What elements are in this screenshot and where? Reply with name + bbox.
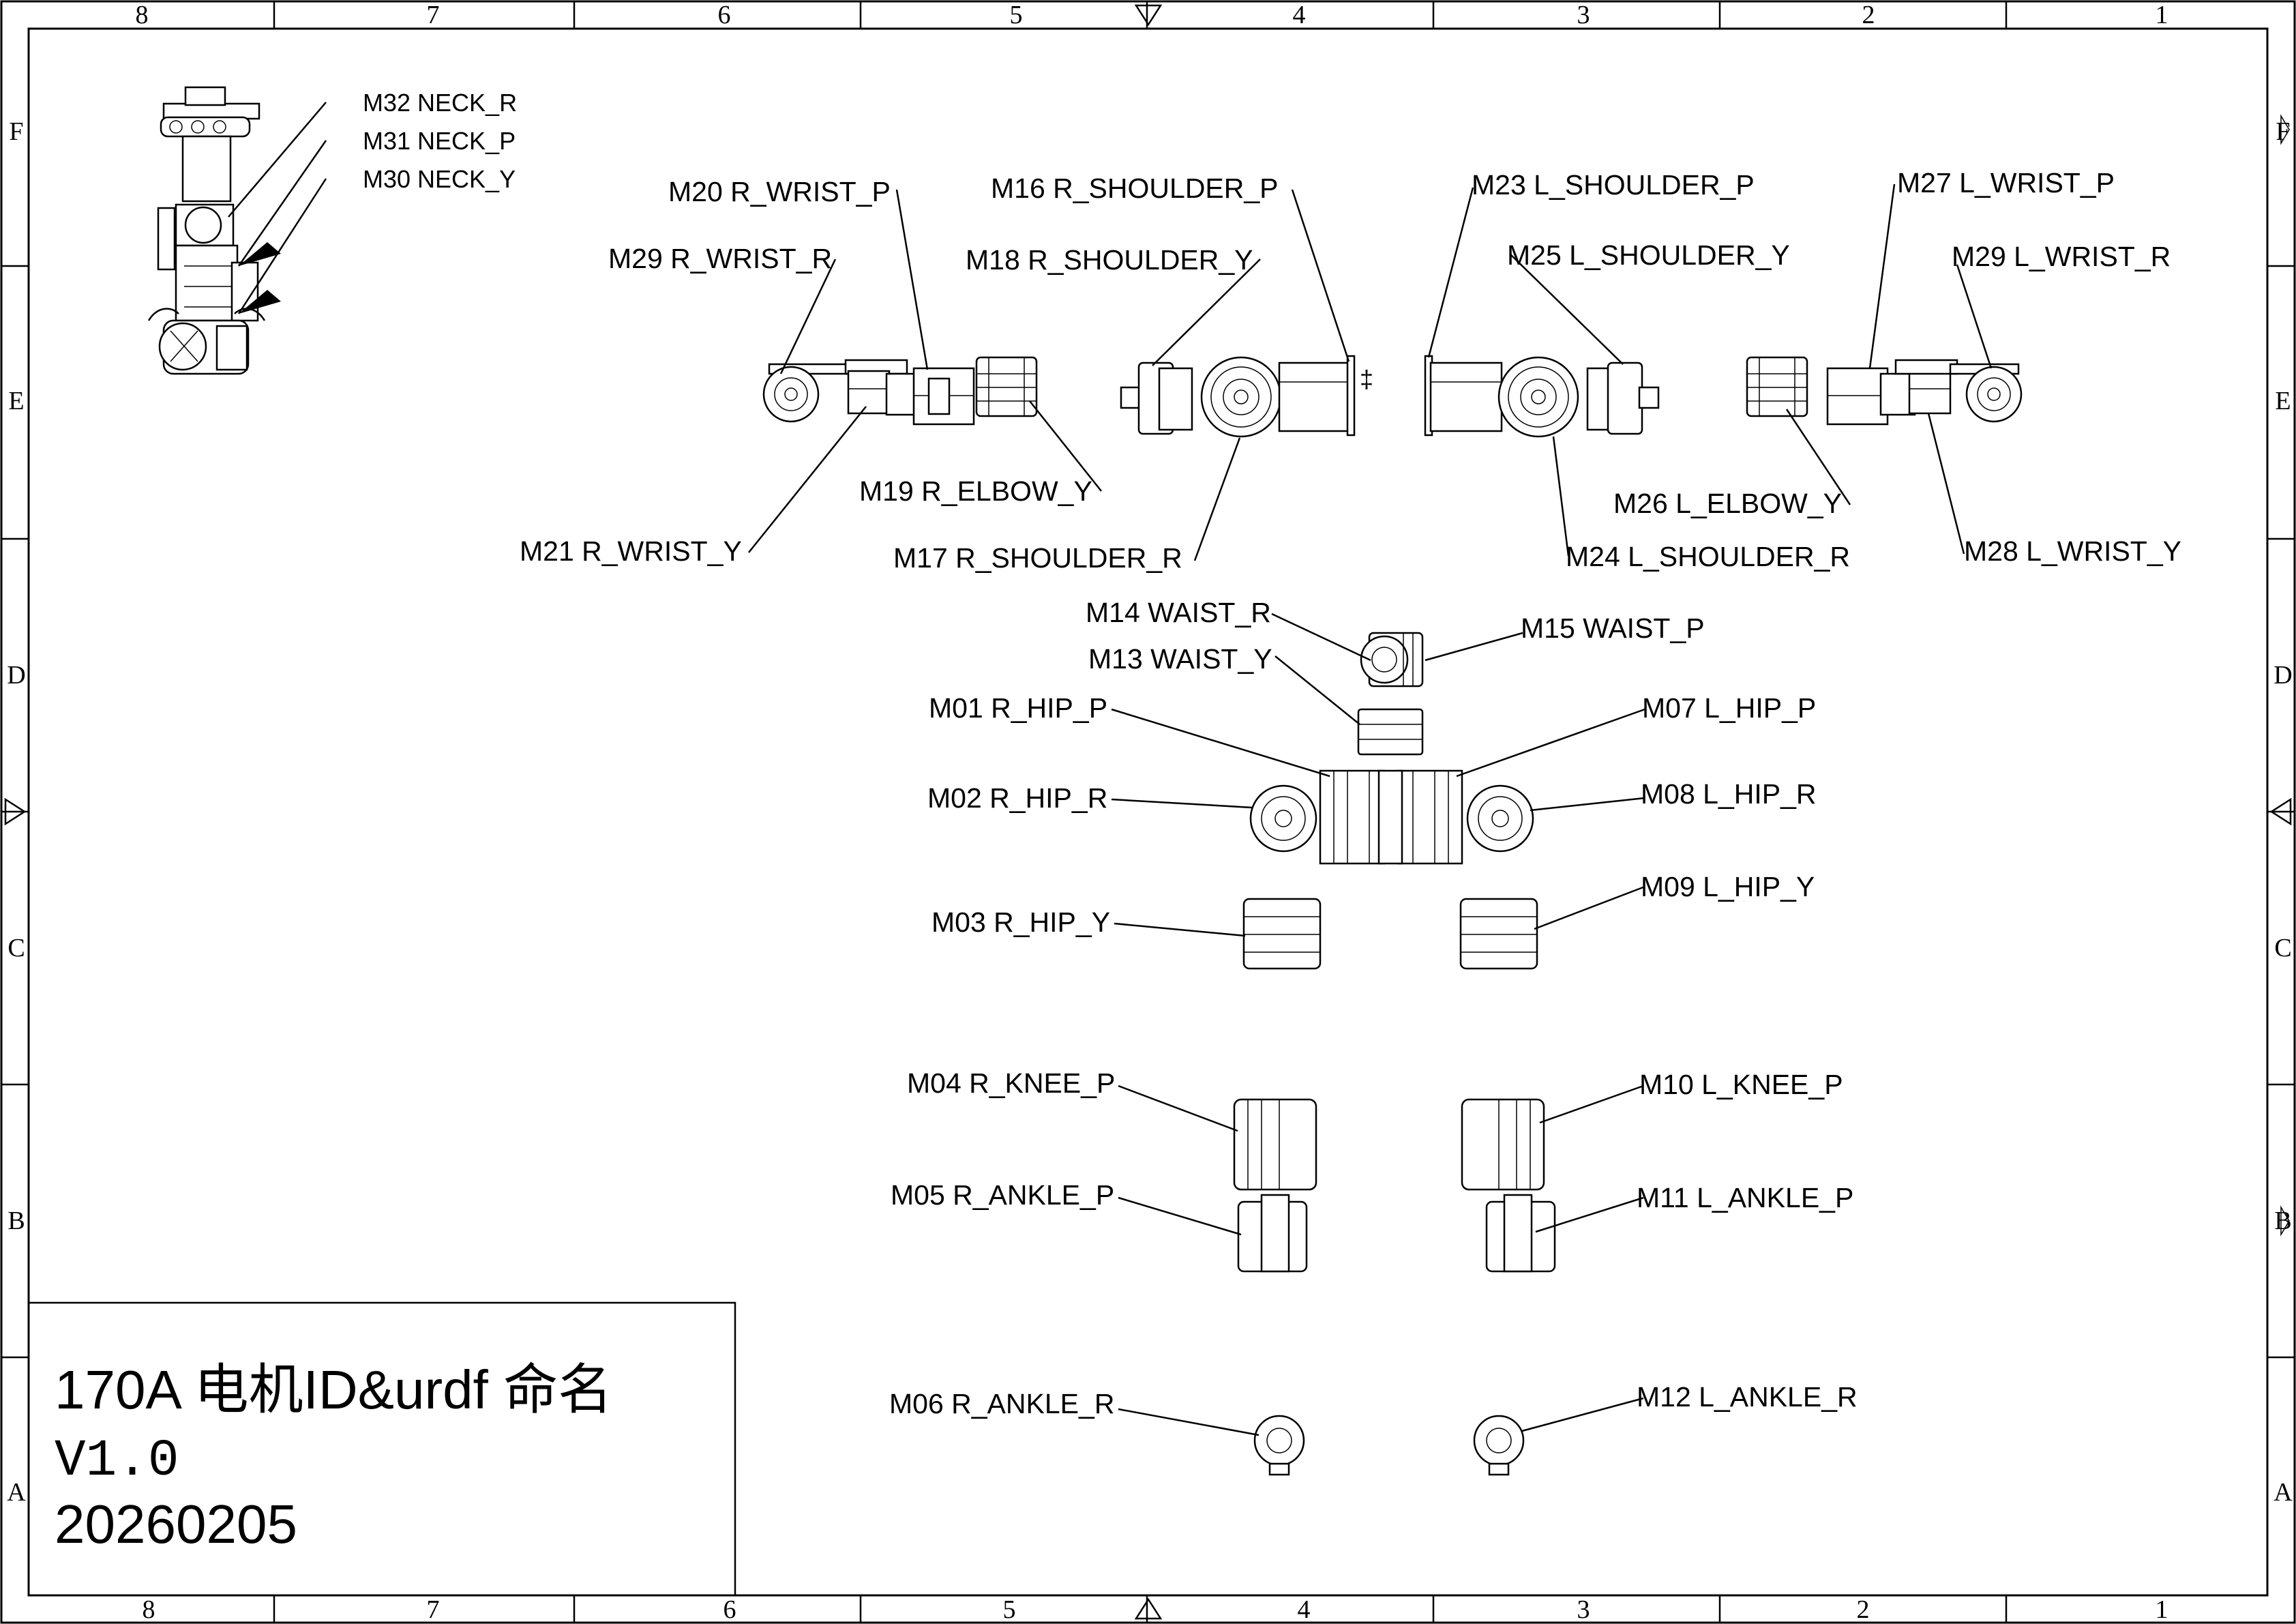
waist-group: [1357, 632, 1424, 756]
zone-row-left-d: D: [7, 661, 25, 690]
zone-col-bottom-6: 3: [1577, 1595, 1590, 1624]
left-wrist-group: [1826, 359, 2023, 426]
zone-col-bottom-5: 4: [1298, 1595, 1311, 1624]
label-m20-r-wrist-p: M20 R_WRIST_P: [668, 176, 891, 207]
zone-row-right-c: C: [2274, 934, 2291, 962]
zone-col-top-8: 1: [2156, 1, 2168, 29]
right-center-mark: [2269, 797, 2292, 826]
label-m10-l-knee-p: M10 L_KNEE_P: [1639, 1069, 1843, 1100]
zone-col-top-7: 2: [1862, 1, 1875, 29]
zone-row-right-f: F: [2276, 117, 2290, 146]
motor-labels: M32 NECK_R M31 NECK_P M30 NECK_Y M20 R_W…: [363, 89, 2181, 1419]
label-m21-r-wrist-y: M21 R_WRIST_Y: [520, 535, 742, 567]
zone-col-bottom-7: 2: [1857, 1595, 1870, 1624]
zone-row-left-e: E: [8, 387, 24, 415]
right-wrist-group: [762, 359, 975, 426]
svg-text:‡: ‡: [1360, 365, 1373, 393]
drawing-version: V1.0: [55, 1432, 179, 1490]
left-center-mark: [4, 797, 27, 826]
zone-col-top-2: 7: [427, 1, 440, 29]
label-m09-l-hip-y: M09 L_HIP_Y: [1641, 871, 1815, 902]
zone-col-bottom-1: 8: [143, 1595, 155, 1624]
zone-col-bottom-8: 1: [2156, 1595, 2168, 1624]
left-shoulder-group: [1424, 355, 1660, 438]
zone-col-bottom-2: 7: [427, 1595, 440, 1624]
label-m04-r-knee-p: M04 R_KNEE_P: [907, 1067, 1115, 1099]
zone-col-bottom-3: 6: [724, 1595, 736, 1624]
zone-col-top-4: 5: [1010, 1, 1023, 29]
zone-col-top-5: 4: [1293, 1, 1306, 29]
label-m07-l-hip-p: M07 L_HIP_P: [1642, 692, 1816, 724]
zone-col-top-3: 6: [718, 1, 731, 29]
label-m02-r-hip-r: M02 R_HIP_R: [927, 782, 1107, 814]
label-m14-waist-r: M14 WAIST_R: [1086, 597, 1271, 628]
label-m17-r-shoulder-r: M17 R_SHOULDER_R: [893, 542, 1182, 574]
label-m18-r-shoulder-y: M18 R_SHOULDER_Y: [966, 244, 1253, 276]
label-m32-neck-r: M32 NECK_R: [363, 89, 517, 117]
label-m11-l-ankle-p: M11 L_ANKLE_P: [1637, 1182, 1853, 1213]
label-m01-r-hip-p: M01 R_HIP_P: [929, 692, 1107, 724]
right-shoulder-group: ‡: [1120, 355, 1373, 438]
label-m19-r-elbow-y: M19 R_ELBOW_Y: [859, 475, 1092, 507]
zone-labels: 8 7 6 5 4 3 2 1 8 7 6 5 4 3 2 1 F E D C …: [7, 1, 2293, 1624]
label-m13-waist-y: M13 WAIST_Y: [1088, 643, 1272, 675]
label-m31-neck-p: M31 NECK_P: [363, 127, 516, 155]
zone-col-bottom-4: 5: [1003, 1595, 1016, 1624]
left-elbow-motor: [1746, 356, 1808, 417]
label-m26-l-elbow-y: M26 L_ELBOW_Y: [1613, 488, 1842, 519]
zone-row-left-b: B: [8, 1207, 25, 1235]
label-m27-l-wrist-p: M27 L_WRIST_P: [1897, 167, 2115, 198]
zone-col-top-1: 8: [136, 1, 149, 29]
zone-row-left-f: F: [9, 117, 23, 146]
label-m23-l-shoulder-p: M23 L_SHOULDER_P: [1472, 169, 1755, 201]
label-m25-l-shoulder-y: M25 L_SHOULDER_Y: [1507, 239, 1790, 271]
title-block: 170A 电机ID&urdf 命名 V1.0 20260205: [27, 1301, 736, 1597]
drawing-title: 170A 电机ID&urdf 命名: [55, 1359, 612, 1420]
label-m05-r-ankle-p: M05 R_ANKLE_P: [891, 1179, 1114, 1211]
zone-row-left-a: A: [7, 1478, 26, 1507]
zone-row-right-b: B: [2274, 1207, 2291, 1235]
label-m24-l-shoulder-r: M24 L_SHOULDER_R: [1566, 541, 1850, 572]
label-m12-l-ankle-r: M12 L_ANKLE_R: [1637, 1381, 1858, 1413]
label-m28-l-wrist-y: M28 L_WRIST_Y: [1964, 535, 2181, 567]
right-elbow-motor: [975, 356, 1038, 417]
label-m29-r-wrist-r: M29 R_WRIST_R: [608, 243, 832, 274]
leg-group: [1233, 1098, 1556, 1476]
zone-row-right-d: D: [2273, 661, 2292, 690]
label-m03-r-hip-y: M03 R_HIP_Y: [931, 906, 1110, 938]
leader-lines: [228, 102, 1993, 1436]
label-m08-l-hip-r: M08 L_HIP_R: [1641, 778, 1817, 810]
zone-row-right-e: E: [2275, 387, 2291, 415]
zone-row-right-a: A: [2273, 1478, 2293, 1507]
drawing-date: 20260205: [55, 1494, 297, 1554]
zone-row-left-c: C: [8, 934, 25, 962]
bottom-center-mark: [1134, 1597, 1163, 1620]
label-m06-r-ankle-r: M06 R_ANKLE_R: [889, 1388, 1114, 1419]
top-center-mark: [1134, 4, 1163, 27]
zone-col-top-6: 3: [1577, 1, 1590, 29]
label-m29-l-wrist-r: M29 L_WRIST_R: [1952, 241, 2171, 272]
neck-assembly: [147, 86, 266, 375]
label-m30-neck-y: M30 NECK_Y: [363, 165, 516, 193]
label-m16-r-shoulder-p: M16 R_SHOULDER_P: [991, 173, 1279, 204]
hip-group: [1242, 769, 1538, 970]
label-m15-waist-p: M15 WAIST_P: [1521, 612, 1705, 644]
